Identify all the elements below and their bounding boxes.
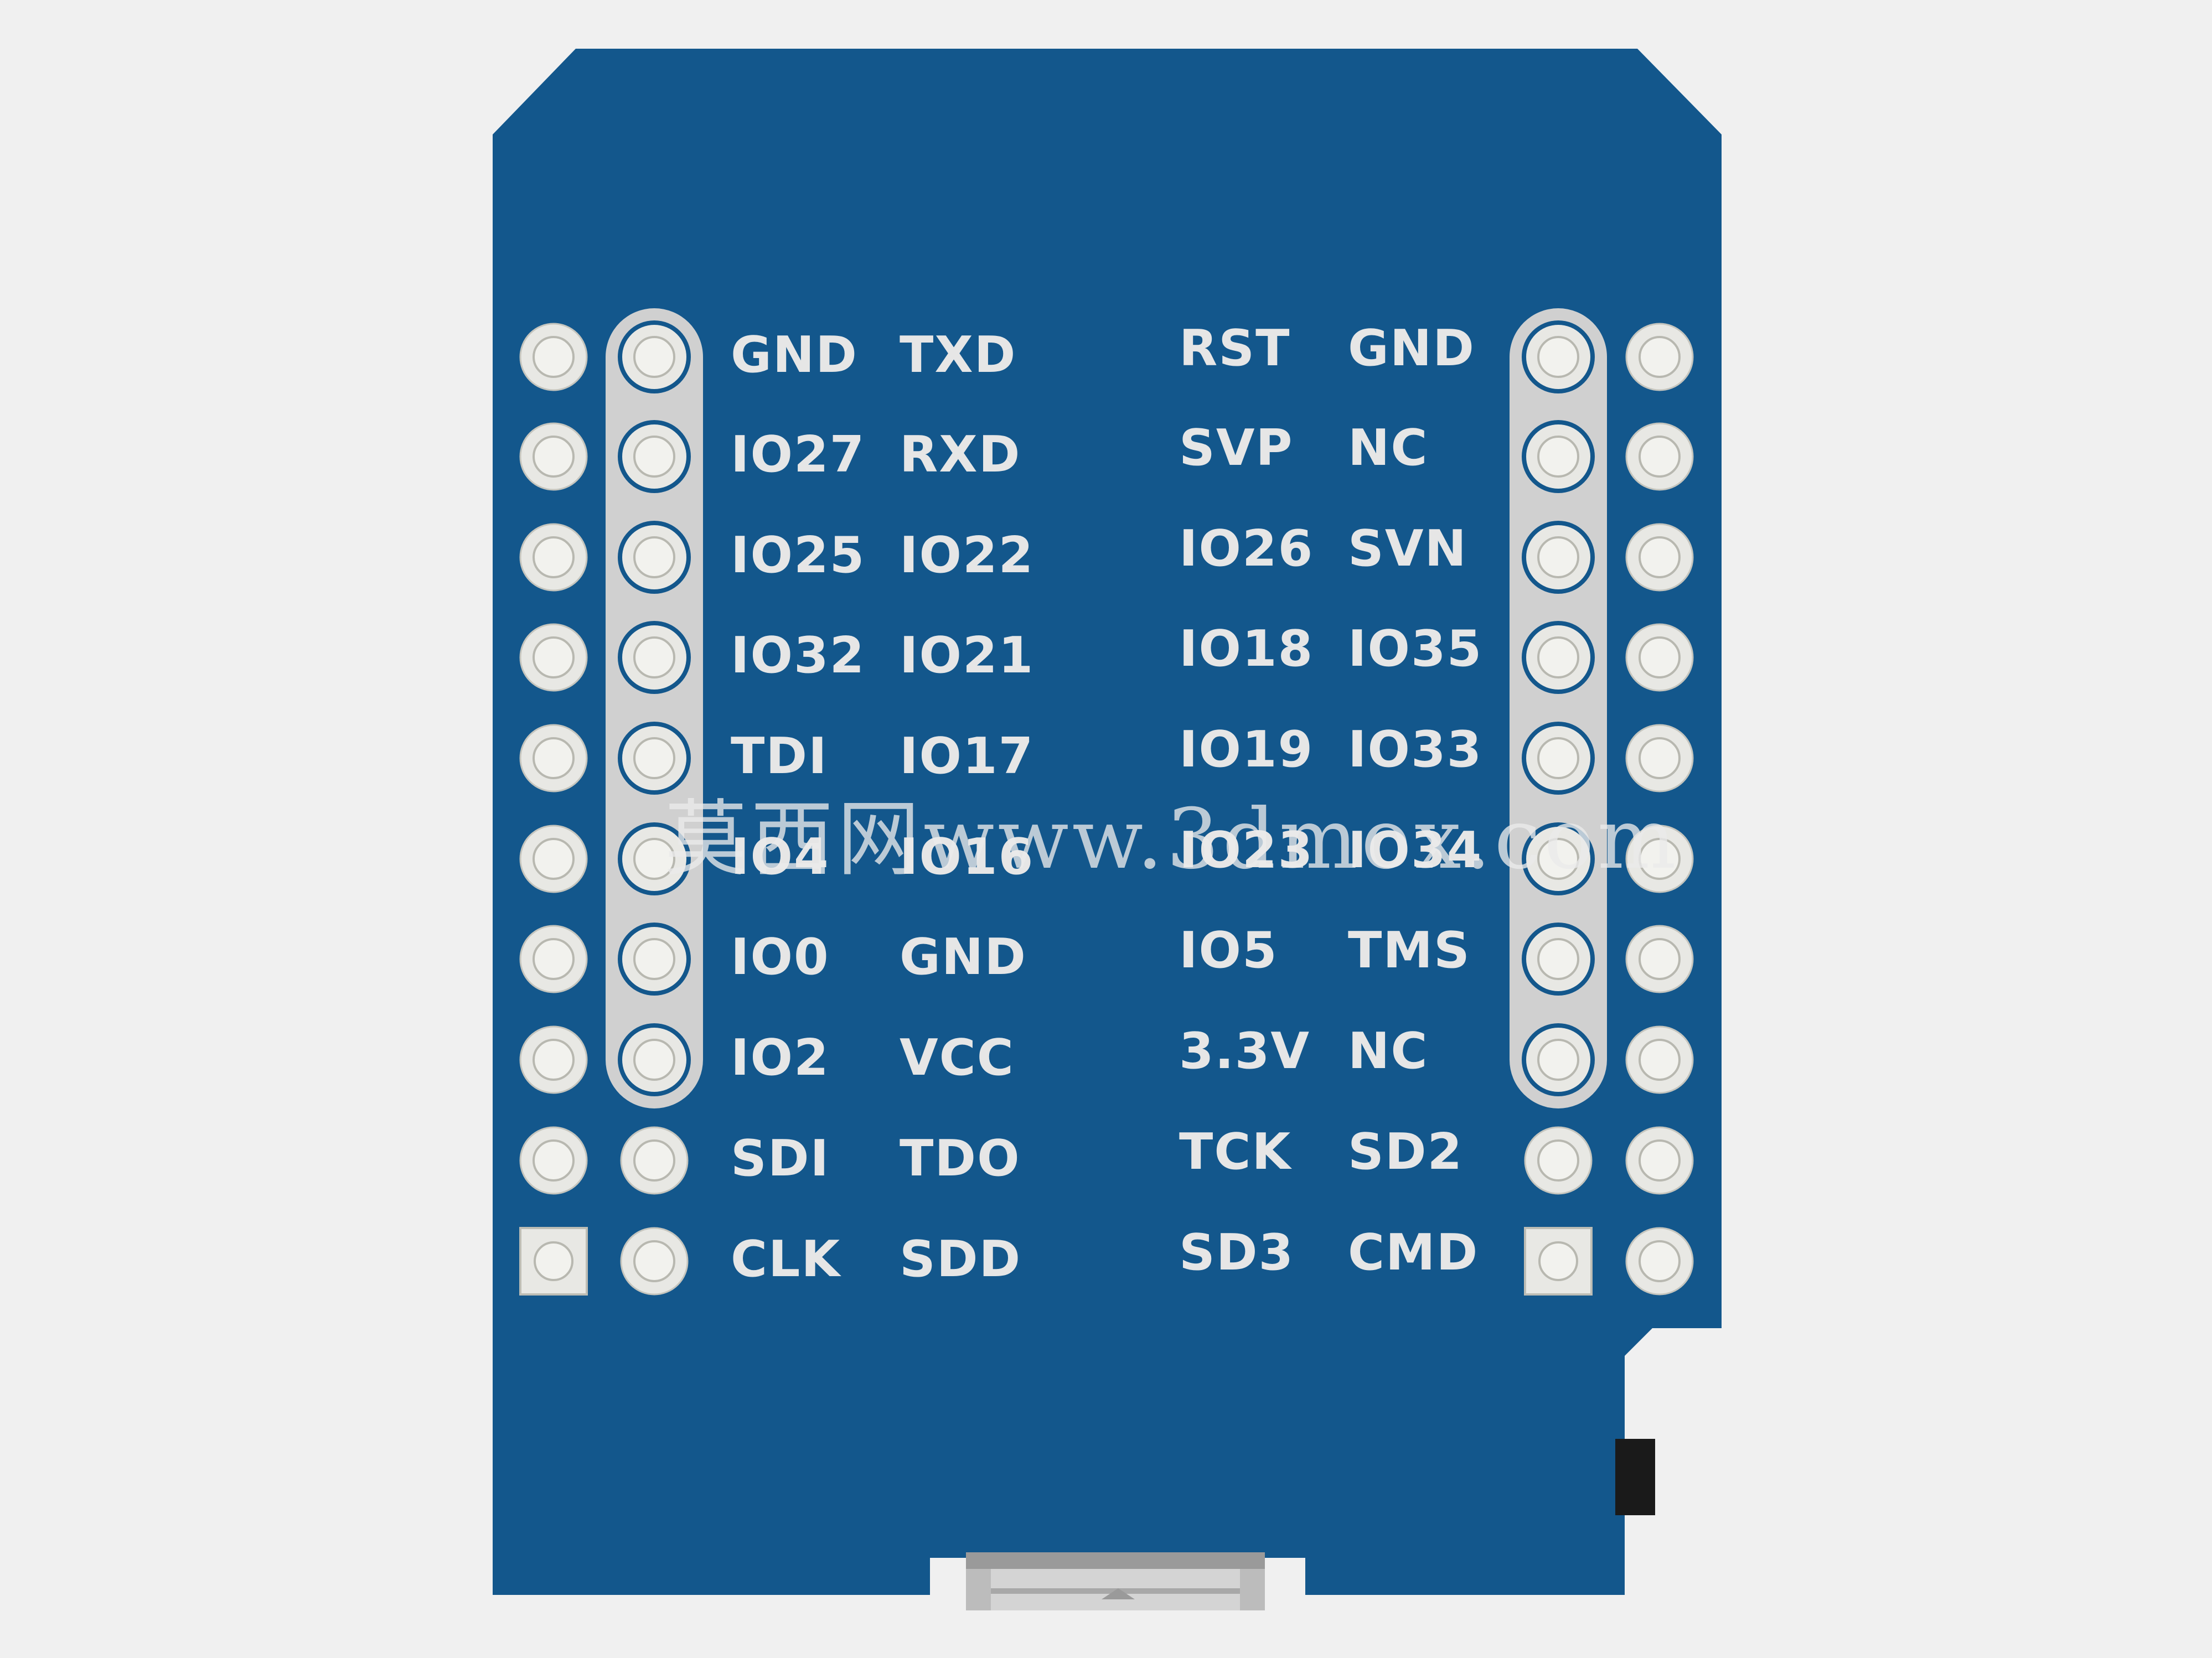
through-hole-pad: [1625, 825, 1694, 893]
through-hole-pad: [519, 1126, 588, 1195]
through-hole-pad: [1522, 722, 1595, 795]
pin-label-left-inner: VCC: [900, 1029, 1015, 1087]
pin-label-left-outer: SDI: [731, 1129, 830, 1188]
through-hole-pads: [519, 320, 1694, 1296]
pin-label-left-outer: CLK: [731, 1230, 841, 1288]
square-pad: [519, 1227, 588, 1296]
through-hole-pad: [519, 825, 588, 893]
pin-label-right-outer: SVN: [1348, 520, 1467, 578]
pin-label-right-outer: GND: [1348, 319, 1475, 377]
pin-label-left-inner: SDD: [900, 1230, 1022, 1288]
through-hole-pad: [519, 623, 588, 692]
pin-label-left-inner: IO21: [900, 626, 1035, 685]
pin-label-left-outer: GND: [731, 326, 858, 384]
through-hole-pad: [519, 422, 588, 491]
through-hole-pad: [1522, 1023, 1595, 1096]
through-hole-pad: [618, 621, 691, 694]
through-hole-pad: [519, 925, 588, 993]
through-hole-pad: [620, 1227, 689, 1296]
through-hole-pad: [618, 521, 691, 594]
pin-label-left-outer: IO2: [731, 1029, 830, 1087]
through-hole-pad: [618, 320, 691, 393]
pin-label-right-inner: IO19: [1179, 721, 1314, 779]
pin-label-right-outer: IO35: [1348, 620, 1483, 678]
pin-label-right-inner: SVP: [1179, 419, 1294, 477]
through-hole-pad: [1522, 521, 1595, 594]
through-hole-pad: [519, 724, 588, 792]
pin-label-right-outer: IO34: [1348, 821, 1483, 879]
pin-header-strip-right: [1510, 308, 1607, 1108]
through-hole-pad: [618, 722, 691, 795]
through-hole-pad: [618, 1023, 691, 1096]
through-hole-pad: [618, 923, 691, 996]
pin-label-right-outer: NC: [1348, 1022, 1429, 1080]
through-hole-pad: [519, 523, 588, 592]
pin-header-strip-left: [606, 308, 703, 1108]
through-hole-pad: [1625, 623, 1694, 692]
pin-label-right-inner: RST: [1179, 319, 1291, 377]
pin-header-strips: [606, 308, 1607, 1108]
pin-label-left-outer: IO4: [731, 828, 830, 886]
pcb-board-outline: [493, 49, 1722, 1595]
pin-label-left-outer: TDI: [731, 727, 828, 785]
pin-label-left-inner: RXD: [900, 426, 1021, 484]
pin-label-right-outer: SD2: [1348, 1123, 1464, 1181]
through-hole-pad: [1522, 822, 1595, 895]
pin-label-right-inner: 3.3V: [1179, 1022, 1311, 1080]
pin-label-left-outer: IO25: [731, 526, 866, 584]
through-hole-pad: [519, 1025, 588, 1094]
pin-label-left-inner: TXD: [900, 326, 1017, 384]
watermark: 莫西网www.3dmox.com: [664, 791, 1679, 888]
pin-label-left-outer: IO32: [731, 626, 866, 685]
pin-label-left-inner: IO17: [900, 727, 1035, 785]
pin-label-right-outer: CMD: [1348, 1224, 1479, 1282]
through-hole-pad: [1522, 621, 1595, 694]
pin-label-right-outer: NC: [1348, 419, 1429, 477]
through-hole-pad: [1625, 724, 1694, 792]
through-hole-pad: [1625, 1227, 1694, 1296]
through-hole-pad: [1625, 323, 1694, 391]
pin-label-right-inner: IO18: [1179, 620, 1314, 678]
pin-label-right-outer: IO33: [1348, 721, 1483, 779]
square-pad: [1524, 1227, 1593, 1296]
through-hole-pad: [1522, 320, 1595, 393]
pin-label-left-inner: IO16: [900, 828, 1035, 886]
through-hole-pad: [620, 1126, 689, 1195]
through-hole-pad: [1625, 523, 1694, 592]
pin-label-right-inner: IO23: [1179, 821, 1314, 879]
through-hole-pad: [1625, 925, 1694, 993]
through-hole-pad: [618, 420, 691, 493]
pin-label-right-inner: IO26: [1179, 520, 1314, 578]
through-hole-pad: [1625, 422, 1694, 491]
through-hole-pad: [519, 323, 588, 391]
pin-label-left-inner: IO22: [900, 526, 1035, 584]
pin-label-right-inner: IO5: [1179, 921, 1278, 980]
through-hole-pad: [1625, 1025, 1694, 1094]
pin-label-left-outer: IO0: [731, 928, 830, 986]
pin-label-right-outer: TMS: [1348, 921, 1471, 980]
through-hole-pad: [1522, 420, 1595, 493]
through-hole-pad: [1524, 1126, 1593, 1195]
side-button: [1615, 1439, 1655, 1515]
pin-label-left-inner: TDO: [900, 1129, 1021, 1188]
through-hole-pad: [618, 822, 691, 895]
pin-label-left-inner: GND: [900, 928, 1027, 986]
pin-label-right-inner: SD3: [1179, 1224, 1295, 1282]
pin-label-right-inner: TCK: [1179, 1123, 1292, 1181]
through-hole-pad: [1625, 1126, 1694, 1195]
pin-label-left-outer: IO27: [731, 426, 866, 484]
micro-usb-connector: [966, 1552, 1265, 1610]
through-hole-pad: [1522, 923, 1595, 996]
